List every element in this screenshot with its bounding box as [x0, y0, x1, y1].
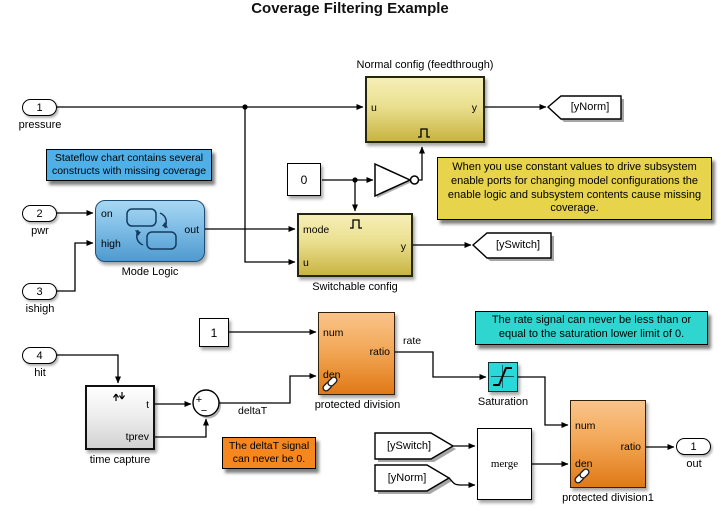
- protected-division-label: protected division: [314, 399, 401, 411]
- inport-hit[interactable]: 4: [22, 347, 57, 364]
- wire-not-enable[interactable]: [419, 146, 425, 181]
- goto-tag-yswitch-text: [ySwitch]: [495, 239, 540, 251]
- inport-number: 2: [36, 207, 43, 220]
- normal-config-port-u: u: [371, 102, 377, 114]
- sum-plus-sign: +: [196, 394, 202, 406]
- wire-tprev-sum[interactable]: [155, 418, 209, 438]
- switchable-config-label: Switchable config: [312, 281, 398, 293]
- switchable-config-port-u: u: [303, 257, 309, 269]
- library-link-icon: [574, 468, 590, 484]
- wire-pressure-branch[interactable]: [244, 107, 296, 265]
- inport-pwr[interactable]: 2: [22, 205, 57, 222]
- branch-dot: [242, 104, 248, 110]
- signal-label-deltat: deltaT: [238, 405, 268, 417]
- merge-label: merge: [490, 458, 519, 470]
- inport-number: 4: [36, 349, 43, 362]
- from-tag-yswitch[interactable]: [374, 432, 456, 462]
- from-tag-ynorm-text: [yNorm]: [387, 472, 427, 484]
- constant-zero-block[interactable]: 0: [287, 163, 321, 196]
- inport-hit-label: hit: [34, 367, 46, 379]
- saturation-icon: [491, 365, 514, 388]
- inport-number: 3: [36, 285, 43, 298]
- protected-division-port-ratio: ratio: [369, 346, 390, 358]
- inport-pwr-label: pwr: [31, 225, 49, 237]
- inport-ishigh[interactable]: 3: [22, 283, 57, 300]
- statechart-icon: [126, 208, 177, 250]
- inport-pressure[interactable]: 1: [22, 99, 57, 116]
- time-capture-port-t: t: [146, 399, 149, 411]
- sum-block[interactable]: + −: [192, 389, 221, 419]
- from-tag-yswitch-text: [ySwitch]: [386, 440, 431, 452]
- normal-config-label: Normal config (feedthrough): [356, 59, 494, 71]
- annotation-rate-signal[interactable]: The rate signal can never be less than o…: [475, 311, 708, 345]
- mode-logic-block[interactable]: on high out: [95, 200, 205, 262]
- wire-sat-num[interactable]: [518, 376, 569, 428]
- time-capture-block[interactable]: t tprev: [85, 385, 155, 450]
- protected-division-port-num: num: [323, 327, 344, 339]
- mode-logic-port-high: high: [101, 238, 121, 250]
- protected-division-block[interactable]: num den ratio: [318, 312, 395, 395]
- switchable-config-port-mode: mode: [303, 224, 330, 236]
- protected-division1-label: protected division1: [562, 492, 654, 504]
- inport-number: 1: [36, 101, 43, 114]
- normal-config-block[interactable]: u y: [365, 76, 485, 143]
- inport-ishigh-label: ishigh: [25, 303, 55, 315]
- protected-division1-port-den: den: [575, 458, 593, 470]
- switchable-config-block[interactable]: mode u y: [297, 213, 413, 277]
- saturation-label: Saturation: [477, 396, 529, 408]
- time-capture-label: time capture: [89, 454, 151, 466]
- mode-logic-label: Mode Logic: [121, 266, 179, 278]
- enable-pulse-icon: [350, 219, 362, 229]
- protected-division1-port-ratio: ratio: [620, 441, 641, 453]
- trigger-icon: [113, 392, 125, 401]
- wire-hit[interactable]: [57, 354, 121, 384]
- time-capture-port-tprev: tprev: [125, 431, 149, 443]
- wire-ratio-sat[interactable]: [395, 351, 487, 380]
- annotation-stateflow[interactable]: Stateflow chart contains several constru…: [46, 149, 212, 182]
- goto-tag-yswitch[interactable]: [471, 232, 554, 261]
- goto-tag-ynorm[interactable]: [546, 95, 624, 122]
- mode-logic-port-on: on: [101, 208, 113, 220]
- outport-number: 1: [690, 440, 697, 453]
- annotation-deltat-signal[interactable]: The deltaT signal can never be 0.: [222, 437, 316, 470]
- from-tag-ynorm[interactable]: [374, 464, 452, 494]
- protected-division1-port-num: num: [575, 420, 596, 432]
- constant-one-value: 1: [210, 325, 218, 340]
- sum-minus-sign: −: [201, 405, 207, 417]
- saturation-block[interactable]: [488, 362, 518, 392]
- library-link-icon: [322, 376, 338, 392]
- signal-label-rate: rate: [403, 335, 422, 347]
- model-title: Coverage Filtering Example: [251, 0, 449, 17]
- switchable-config-port-y: y: [400, 241, 406, 253]
- constant-one-block[interactable]: 1: [199, 318, 229, 347]
- protected-division1-block[interactable]: num den ratio: [570, 400, 646, 488]
- wire-ishigh[interactable]: [57, 240, 94, 292]
- wire-fromynorm-merge[interactable]: [448, 477, 476, 488]
- wire-deltat[interactable]: [219, 373, 317, 404]
- enable-pulse-icon: [418, 128, 430, 138]
- annotation-enable-logic[interactable]: When you use constant values to drive su…: [437, 157, 712, 220]
- outport-out[interactable]: 1: [676, 438, 711, 455]
- outport-out-label: out: [686, 458, 702, 470]
- constant-zero-value: 0: [300, 172, 308, 187]
- branch-dot: [352, 177, 358, 183]
- not-gate[interactable]: [374, 162, 420, 198]
- mode-logic-port-out: out: [184, 224, 199, 236]
- merge-block[interactable]: merge: [477, 428, 532, 500]
- goto-tag-ynorm-text: [yNorm]: [570, 101, 610, 113]
- inport-pressure-label: pressure: [18, 119, 62, 131]
- normal-config-port-y: y: [471, 102, 477, 114]
